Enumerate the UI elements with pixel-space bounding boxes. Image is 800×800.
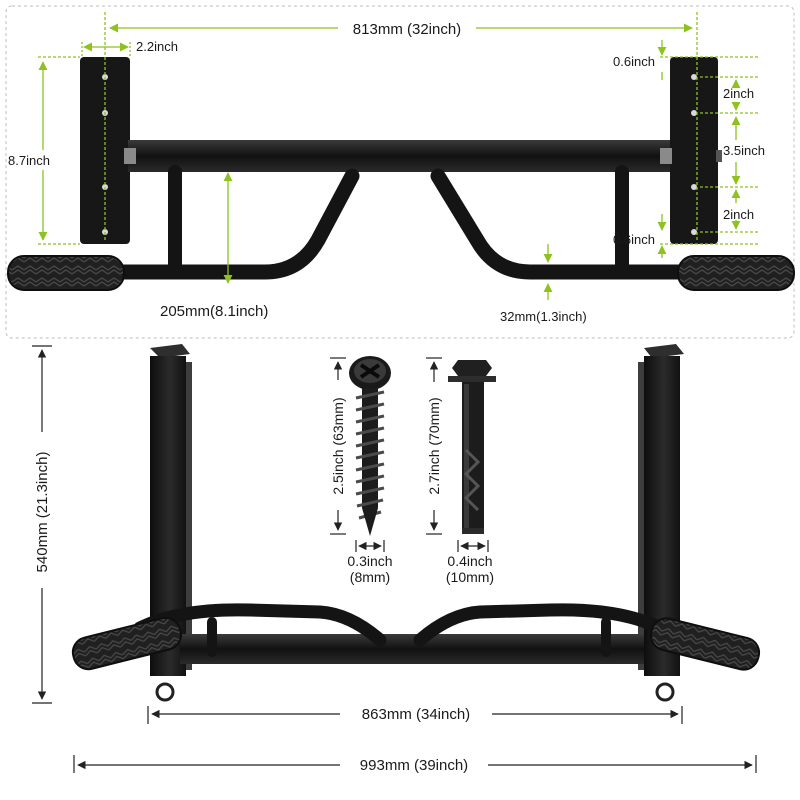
total-width-dimension (73, 755, 757, 773)
top-crossbar (128, 140, 670, 172)
top-view-panel: 813mm (32inch) 2.2inch 8.7inch 0.6inch 2… (5, 5, 795, 339)
top-left-grip (7, 255, 125, 291)
right-plate-hole-3 (691, 184, 697, 190)
screw-length-label: 2.5inch (63mm) (330, 397, 346, 494)
front-left-grip (71, 616, 182, 671)
top-right-grip (677, 255, 795, 291)
bolt-length-label: 2.7inch (70mm) (426, 397, 442, 494)
total-width-label: 993mm (39inch) (360, 757, 468, 774)
bolt-length-dimension (426, 357, 442, 535)
right-hanging-ring (655, 682, 675, 702)
height-label: 540mm (21.3inch) (34, 452, 51, 573)
right-plate-hole-4 (691, 229, 697, 235)
plate-height-label: 8.7inch (8, 153, 50, 168)
tube-diameter-label: 32mm(1.3inch) (500, 309, 587, 324)
expansion-anchor-bolt (448, 360, 496, 534)
front-right-grip (649, 617, 761, 671)
screw-diameter-dimension (355, 540, 385, 552)
left-plate-body (80, 57, 130, 244)
depth-label: 205mm(8.1inch) (160, 303, 268, 320)
screw-diameter-metric-label: (8mm) (350, 569, 390, 585)
inner-width-label: 863mm (34inch) (362, 706, 470, 723)
bolt-diameter-metric-label: (10mm) (446, 569, 494, 585)
top-width-label: 813mm (32inch) (353, 21, 461, 38)
left-bolt-head (124, 148, 136, 164)
plate-width-label: 2.2inch (136, 39, 178, 54)
edge-top-label: 0.6inch (613, 54, 655, 69)
edge-bottom-label: 0.6inch (613, 232, 655, 247)
screw-length-dimension (330, 357, 346, 535)
bolt-diameter-dimension (457, 540, 489, 552)
right-mounting-plate (670, 57, 718, 244)
right-bolt-head (660, 148, 672, 164)
height-dimension (32, 345, 52, 704)
spacing-bottom-label: 2inch (723, 207, 754, 222)
top-view-dimensions (38, 12, 760, 300)
right-bolt-tip (716, 150, 722, 162)
left-mounting-plate (80, 57, 130, 244)
screw-threads (355, 390, 385, 520)
front-view: 540mm (21.3inch) (32, 344, 761, 774)
right-plate-hole-1 (691, 74, 697, 80)
spacing-top-label: 2inch (723, 86, 754, 101)
wood-screw (349, 356, 391, 536)
inner-width-dimension (147, 706, 683, 724)
top-view-handle-frame (102, 165, 698, 280)
front-crossbar (180, 634, 644, 664)
right-plate-hole-2 (691, 110, 697, 116)
right-plate-body (670, 57, 718, 244)
bolt-diameter-label: 0.4inch (447, 553, 492, 569)
left-hanging-ring (155, 682, 175, 702)
center-spacing-label: 3.5inch (723, 143, 765, 158)
screw-diameter-label: 0.3inch (347, 553, 392, 569)
